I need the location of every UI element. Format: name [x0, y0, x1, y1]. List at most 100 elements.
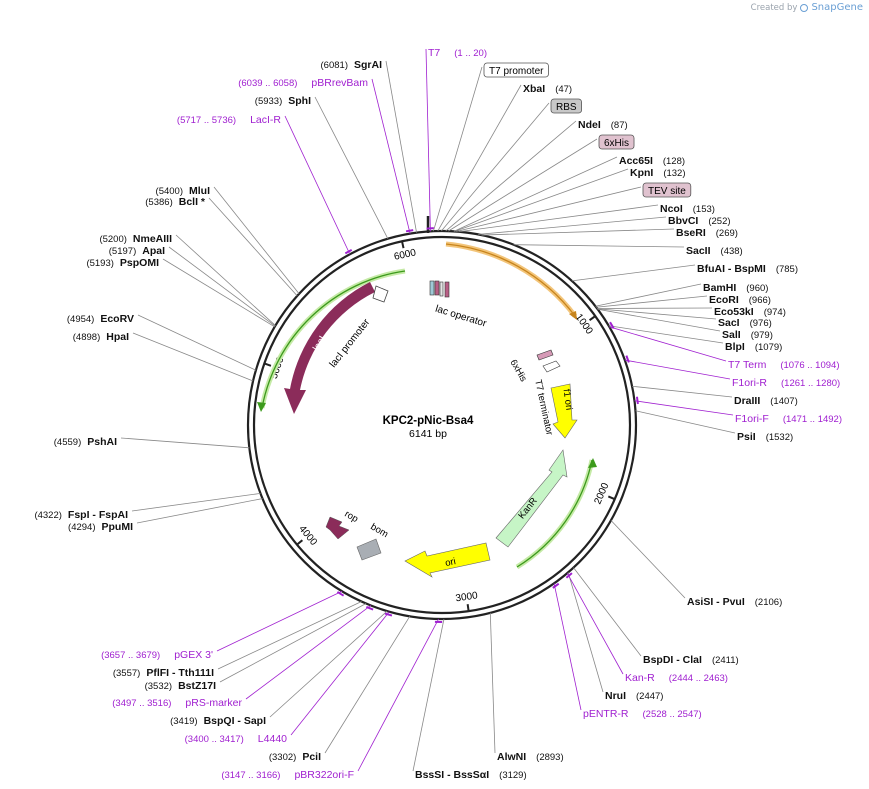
site-position: (3419) [170, 716, 197, 727]
enzyme-site-label[interactable]: (4954)EcoRV [67, 313, 134, 325]
site-leader-line [597, 308, 721, 332]
enzyme-site-label[interactable]: (976)SacI [718, 317, 772, 329]
primer-label[interactable]: (2444 .. 2463)Kan-R [625, 672, 728, 684]
site-name: NdeI [578, 119, 601, 131]
site-leader-line [219, 603, 367, 683]
enzyme-site-label[interactable]: (132)KpnI [630, 167, 686, 179]
enzyme-site-label[interactable]: (979)SalI [722, 329, 773, 341]
feature-tag-text: 6xHis [604, 138, 629, 149]
enzyme-site-label[interactable]: (960) BamHI [703, 282, 768, 294]
site-name: Acc65I [619, 155, 653, 167]
enzyme-site-label[interactable]: (1079)BlpI [725, 341, 782, 353]
enzyme-site-label[interactable]: (966)EcoRI [709, 294, 771, 306]
enzyme-site-label[interactable]: (3129)BssSI - BssSαI [415, 769, 527, 781]
primer-label[interactable]: (1261 .. 1280) F1ori-R [732, 377, 840, 389]
enzyme-site-label[interactable]: (4559)PshAI [54, 436, 117, 448]
enzyme-site-label[interactable]: (2447)NruI [605, 690, 663, 702]
site-leader-line [216, 590, 343, 652]
feature-tag[interactable]: T7 promoter [483, 62, 549, 78]
enzyme-site-label[interactable]: (3419)BspQI - SapI [170, 715, 266, 727]
ruler-tick-label: 3000 [455, 590, 479, 604]
feature-tag[interactable]: 6xHis [598, 134, 635, 150]
primer-label[interactable]: (2528 .. 2547)pENTR-R [583, 708, 702, 720]
orf-top-glow [445, 241, 577, 318]
site-position: (438) [721, 246, 743, 257]
ruler-tick [296, 539, 304, 546]
enzyme-site-label[interactable]: (5193)PspOMI [86, 257, 159, 269]
enzyme-site-label[interactable]: (3302)PciI [269, 751, 321, 763]
enzyme-site-label[interactable]: (252)BbvCI [668, 215, 731, 227]
site-leader-line [290, 611, 390, 736]
primer-binding-mark [635, 396, 639, 405]
enzyme-site-label[interactable]: (3532)BstZ17I [145, 680, 216, 692]
site-leader-line [213, 186, 300, 295]
site-leader-line [437, 84, 522, 232]
enzyme-site-label[interactable]: (2106)AsiSI - PvuI [687, 596, 782, 608]
enzyme-site-label[interactable]: (974)Eco53kI [714, 306, 786, 318]
enzyme-site-label[interactable]: (128)Acc65I [619, 155, 685, 167]
enzyme-site-label[interactable]: (5197)ApaI [109, 245, 165, 257]
site-leader-line [357, 618, 439, 772]
site-name: T7 Term [728, 359, 767, 371]
site-position: (3400 .. 3417) [185, 734, 244, 745]
site-name: L4440 [258, 733, 287, 745]
site-name: Kan-R [625, 672, 655, 684]
enzyme-site-label[interactable]: (4294)PpuMI [68, 521, 133, 533]
enzyme-site-label[interactable]: (87)NdeI [578, 119, 628, 131]
enzyme-site-label[interactable]: (1407)DraIII [734, 395, 798, 407]
enzyme-site-label[interactable]: (5386)BclI * [145, 196, 206, 208]
enzyme-site-label[interactable]: (5200)NmeAIII [99, 233, 172, 245]
enzyme-site-label[interactable]: (5933)SphI [255, 95, 311, 107]
site-position: (3557) [113, 668, 140, 679]
enzyme-site-label[interactable]: (47)XbaI [523, 83, 572, 95]
enzyme-site-label[interactable]: (2411)BspDI - ClaI [643, 654, 739, 666]
enzyme-site-label[interactable]: (5400)MluI [156, 185, 211, 197]
enzyme-site-label[interactable]: (438)SacII [686, 245, 743, 257]
site-name: BamHI [703, 282, 736, 294]
site-leader-line [567, 572, 604, 693]
feature-tag[interactable]: TEV site [642, 182, 692, 198]
enzyme-site-label[interactable]: (2893)AlwNI [497, 751, 564, 763]
site-name: pENTR-R [583, 708, 629, 720]
primer-label[interactable]: (3497 .. 3516)pRS-marker [112, 697, 242, 709]
enzyme-site-label[interactable]: (785)BfuAI - BspMI [697, 263, 798, 275]
primer-label[interactable]: (1471 .. 1492)F1ori-F [735, 413, 842, 425]
site-position: (6081) [321, 60, 348, 71]
laci-arrow [284, 282, 375, 414]
site-position: (1261 .. 1280) [781, 378, 840, 389]
site-name: BspDI - ClaI [643, 654, 702, 666]
primer-label[interactable]: (6039 .. 6058)pBRrevBam [238, 77, 368, 89]
primer-label[interactable]: (3147 .. 3166)pBR322ori-F [221, 769, 354, 781]
primer-label[interactable]: (3657 .. 3679)pGEX 3' [101, 649, 213, 661]
feature-tag[interactable]: RBS [550, 98, 582, 114]
enzyme-site-label[interactable]: (4322)FspI - FspAI [34, 509, 128, 521]
enzyme-site-label[interactable]: (4898)HpaI [73, 331, 129, 343]
primer-binding-mark [384, 612, 393, 617]
laci-promoter-box [372, 285, 389, 303]
ruler-tick-label: 4000 [296, 524, 319, 548]
primer-label[interactable]: (5717 .. 5736)LacI-R [177, 114, 281, 126]
enzyme-site-label[interactable]: (6081)SgrAI [321, 59, 383, 71]
enzyme-site-label[interactable]: (269)BseRI [676, 227, 738, 239]
orf-top-arrowhead [569, 311, 577, 320]
site-name: BlpI [725, 341, 745, 353]
primer-label[interactable]: (1 .. 20)T7 [428, 47, 487, 59]
enzyme-site-label[interactable]: (3557)PflFI - Tth111I [113, 667, 214, 679]
primer-label[interactable]: (3400 .. 3417) L4440 [185, 733, 288, 745]
ori-label: ori [444, 556, 457, 569]
enzyme-site-label[interactable]: (153)NcoI [660, 203, 715, 215]
site-position: (960) [746, 283, 768, 294]
primer-label[interactable]: (1076 .. 1094)T7 Term [728, 359, 839, 371]
site-name: BssSI - BssSαI [415, 769, 489, 781]
ruler-tick [264, 362, 272, 367]
site-position: (785) [776, 264, 798, 275]
enzyme-site-label[interactable]: (1532)PsiI [737, 431, 793, 443]
site-name: HpaI [106, 331, 129, 343]
backbone-outer [246, 229, 638, 621]
site-name: pGEX 3' [174, 649, 213, 661]
site-name: F1ori-R [732, 377, 767, 389]
site-position: (269) [716, 228, 738, 239]
site-leader-line [453, 156, 618, 232]
site-leader-line [573, 567, 642, 657]
site-leader-line [217, 601, 362, 670]
